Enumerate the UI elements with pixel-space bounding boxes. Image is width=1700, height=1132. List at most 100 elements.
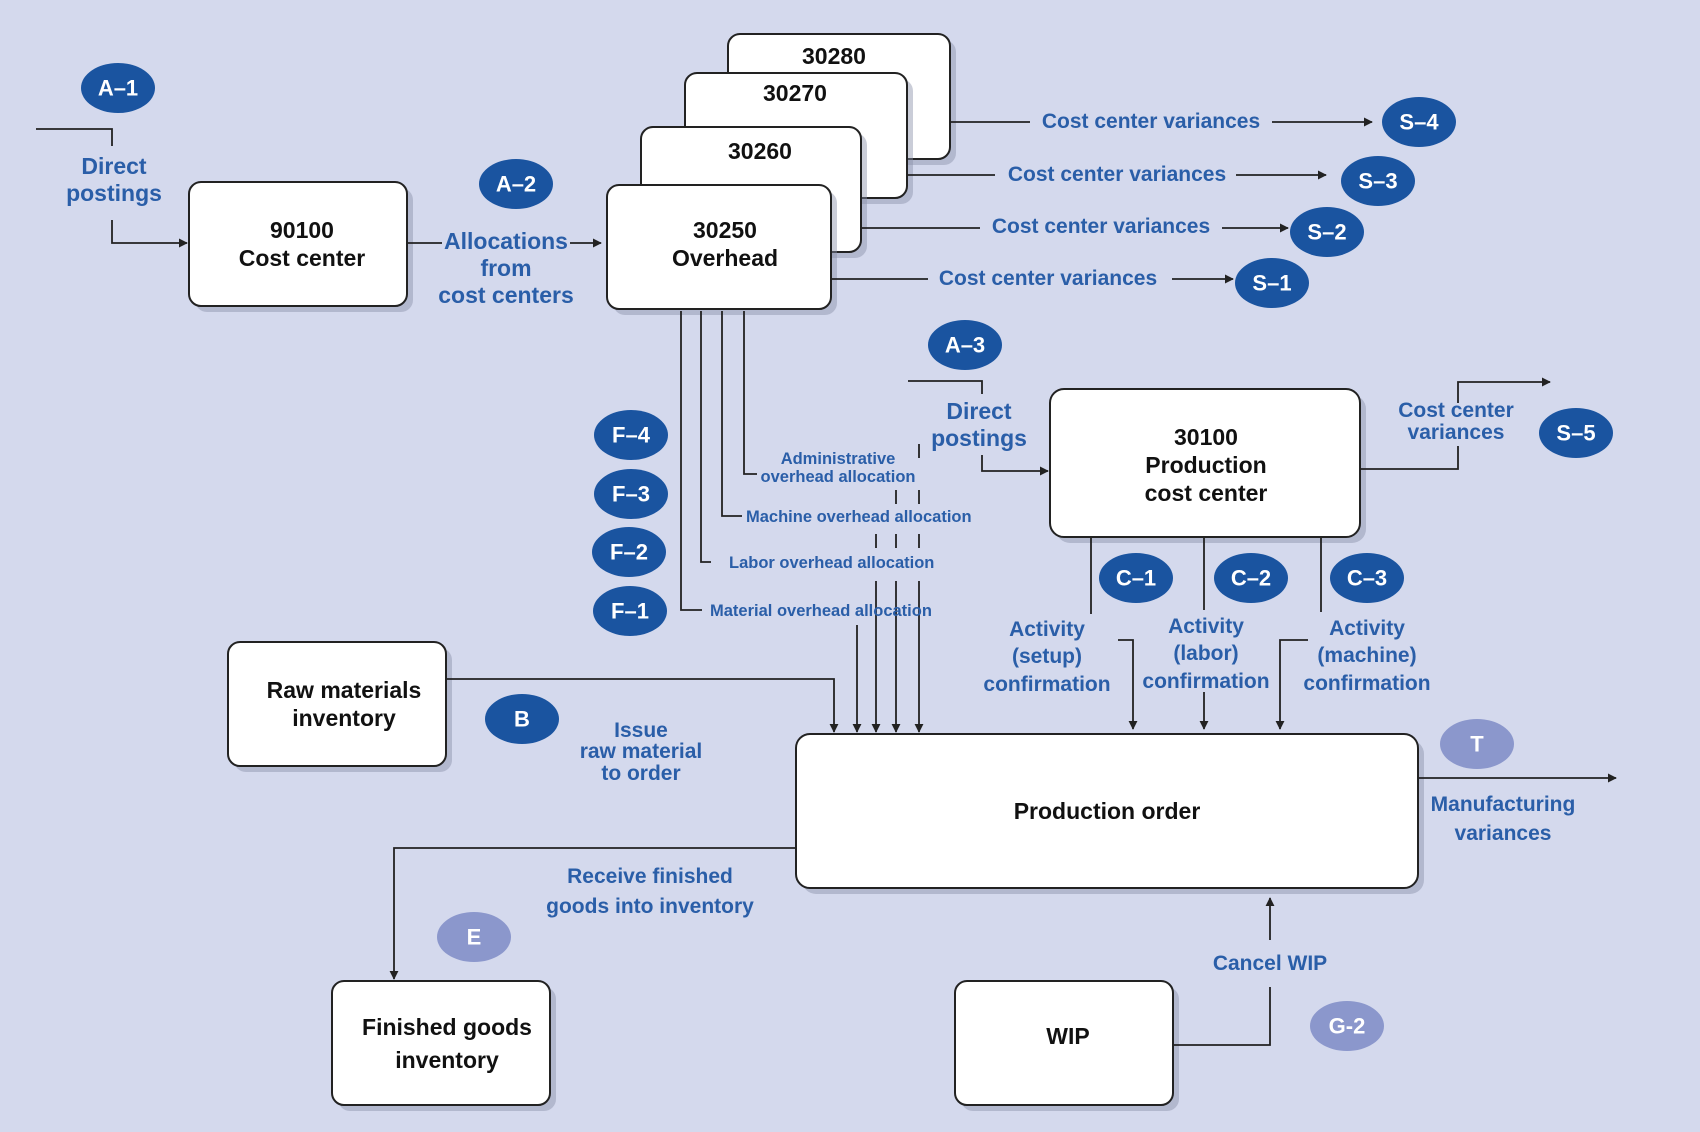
allocations-line2: from (480, 255, 531, 281)
badge-f1: F–1 (593, 586, 667, 636)
svg-text:T: T (1470, 732, 1484, 757)
issue-raw-line2: raw material (580, 740, 703, 763)
activity-setup-line2: (setup) (1012, 645, 1082, 668)
activity-labor-line2: (labor) (1173, 642, 1238, 665)
direct-postings-2-line1: Direct (946, 398, 1012, 424)
cost-center-variances-s2: Cost center variances (992, 215, 1210, 238)
production-cost-center-line2: cost center (1145, 480, 1268, 506)
svg-text:F–1: F–1 (611, 599, 649, 624)
activity-machine-line2: (machine) (1317, 644, 1416, 667)
s5-variances-line2: variances (1408, 421, 1505, 444)
badge-f2: F–2 (592, 527, 666, 577)
allocations-line3: cost centers (438, 282, 574, 308)
badge-f3: F–3 (594, 469, 668, 519)
badge-c2: C–2 (1214, 553, 1288, 603)
activity-labor-line3: confirmation (1142, 670, 1269, 693)
cost-center-30280-label: 30280 (802, 43, 866, 69)
issue-raw-line1: Issue (614, 719, 668, 742)
badge-s3: S–3 (1341, 156, 1415, 206)
svg-text:C–2: C–2 (1231, 566, 1271, 591)
cost-center-30260-label: 30260 (728, 138, 792, 164)
issue-raw-line3: to order (601, 762, 680, 785)
raw-materials-line2: inventory (292, 705, 396, 731)
admin-overhead-line1: Administrative (781, 450, 896, 468)
badge-b: B (485, 694, 559, 744)
badge-s1: S–1 (1235, 258, 1309, 308)
cancel-wip-label: Cancel WIP (1213, 952, 1327, 975)
svg-text:S–2: S–2 (1307, 220, 1346, 245)
svg-text:C–1: C–1 (1116, 566, 1156, 591)
manufacturing-variances-line1: Manufacturing (1431, 793, 1576, 816)
svg-text:G-2: G-2 (1329, 1014, 1366, 1039)
manufacturing-variances-line2: variances (1455, 822, 1552, 845)
activity-labor-line1: Activity (1168, 615, 1244, 638)
production-cost-center-number: 30100 (1174, 424, 1238, 450)
badge-c1: C–1 (1099, 553, 1173, 603)
cost-center-variances-s1: Cost center variances (939, 267, 1157, 290)
wip-label: WIP (1046, 1023, 1089, 1049)
badge-t: T (1440, 719, 1514, 769)
svg-text:F–3: F–3 (612, 482, 650, 507)
svg-text:A–3: A–3 (945, 333, 985, 358)
badge-s2: S–2 (1290, 207, 1364, 257)
production-order-label: Production order (1014, 798, 1201, 824)
cost-center-90100-box: 90100 Cost center (188, 181, 413, 312)
direct-postings-1-line1: Direct (81, 153, 147, 179)
direct-postings-2-line2: postings (931, 425, 1027, 451)
raw-materials-line1: Raw materials (267, 677, 422, 703)
receive-fg-line2: goods into inventory (546, 895, 754, 918)
activity-machine-line3: confirmation (1303, 672, 1430, 695)
activity-machine-line1: Activity (1329, 617, 1405, 640)
cost-center-variances-s3: Cost center variances (1008, 163, 1226, 186)
badge-a1: A–1 (81, 63, 155, 113)
svg-text:S–4: S–4 (1399, 110, 1439, 135)
cost-center-variances-s4: Cost center variances (1042, 110, 1260, 133)
labor-overhead-allocation: Labor overhead allocation (729, 554, 934, 572)
svg-text:C–3: C–3 (1347, 566, 1387, 591)
svg-text:F–4: F–4 (612, 423, 651, 448)
wip-box: WIP (954, 980, 1179, 1111)
badge-a3: A–3 (928, 320, 1002, 370)
finished-goods-line2: inventory (395, 1047, 499, 1073)
overhead-30250-title: Overhead (672, 245, 778, 271)
finished-goods-inventory-box: Finished goods inventory (331, 980, 556, 1111)
production-cost-center-line1: Production (1145, 452, 1266, 478)
svg-text:A–2: A–2 (496, 172, 536, 197)
step-badges: A–1 A–2 A–3 S–4 S–3 S–2 S–1 S–5 F–4 F–3 … (81, 63, 1613, 1051)
badge-a2: A–2 (479, 159, 553, 209)
badge-g2: G-2 (1310, 1001, 1384, 1051)
direct-postings-1-line2: postings (66, 180, 162, 206)
cost-center-30270-label: 30270 (763, 80, 827, 106)
cost-center-90100-title: Cost center (239, 245, 366, 271)
svg-text:S–5: S–5 (1556, 421, 1595, 446)
production-order-box: Production order (795, 733, 1424, 894)
admin-overhead-line2: overhead allocation (761, 468, 916, 486)
activity-setup-line1: Activity (1009, 618, 1085, 641)
svg-text:B: B (514, 707, 530, 732)
allocations-line1: Allocations (444, 228, 568, 254)
badge-e: E (437, 912, 511, 962)
cost-center-90100-number: 90100 (270, 217, 334, 243)
finished-goods-line1: Finished goods (362, 1014, 532, 1040)
raw-materials-inventory-box: Raw materials inventory (227, 641, 452, 772)
flow-labels: Direct postings Allocations from cost ce… (66, 110, 1575, 975)
svg-text:S–1: S–1 (1252, 271, 1291, 296)
overhead-30250-number: 30250 (693, 217, 757, 243)
material-overhead-allocation: Material overhead allocation (710, 602, 932, 620)
svg-text:A–1: A–1 (98, 76, 138, 101)
overhead-30250-box: 30250 Overhead (606, 184, 837, 315)
svg-text:F–2: F–2 (610, 540, 648, 565)
connectors (36, 117, 1617, 1046)
badge-s5: S–5 (1539, 408, 1613, 458)
s5-variances-line1: Cost center (1398, 399, 1514, 422)
receive-fg-line1: Receive finished (567, 865, 733, 888)
machine-overhead-allocation: Machine overhead allocation (746, 508, 972, 526)
badge-s4: S–4 (1382, 97, 1456, 147)
svg-text:E: E (467, 925, 482, 950)
svg-text:S–3: S–3 (1358, 169, 1397, 194)
badge-c3: C–3 (1330, 553, 1404, 603)
activity-setup-line3: confirmation (983, 673, 1110, 696)
production-cost-center-30100-box: 30100 Production cost center (1049, 388, 1366, 543)
badge-f4: F–4 (594, 410, 668, 460)
